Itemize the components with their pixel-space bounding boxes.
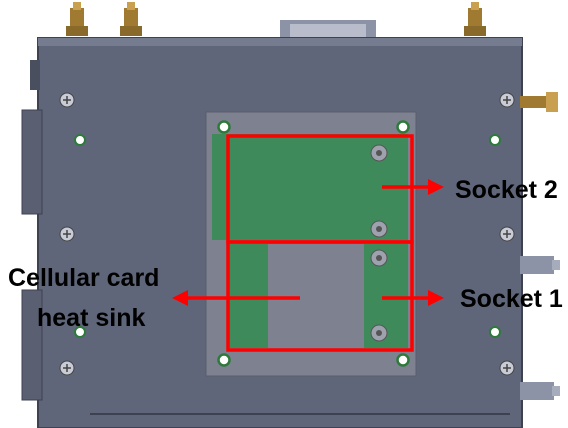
plate-hole (217, 120, 231, 134)
socket-1-label: Socket 1 (460, 285, 563, 313)
arrow-socket-2 (382, 179, 444, 195)
screw-icon (59, 92, 75, 108)
screw-icon (499, 92, 515, 108)
mounting-hole (74, 326, 86, 338)
standoff-icon (370, 324, 388, 342)
standoff-icon (370, 220, 388, 238)
screw-icon (59, 360, 75, 376)
arrow-socket-1 (382, 290, 444, 306)
screw-icon (499, 360, 515, 376)
screw-icon (499, 226, 515, 242)
plate-hole (396, 120, 410, 134)
heat-sink-strip (228, 244, 268, 348)
standoff-icon (370, 249, 388, 267)
mounting-hole (74, 134, 86, 146)
socket-1-frame (226, 240, 414, 352)
right-antenna-connector (520, 92, 558, 112)
antenna-connector-left (66, 2, 88, 36)
cellular-card-heat-sink (268, 244, 364, 348)
left-bracket-lower (21, 289, 43, 401)
plate-hole (396, 353, 410, 367)
antenna-connector-right (464, 2, 486, 36)
arrow-heat-sink (172, 290, 300, 306)
mounting-hole (489, 326, 501, 338)
screw-icon (59, 226, 75, 242)
standoff-icon (370, 144, 388, 162)
antenna-connector-middle (120, 2, 142, 36)
socket-2-label: Socket 2 (455, 176, 558, 204)
mounting-hole (489, 134, 501, 146)
right-connector-lower (520, 382, 560, 400)
chassis-top-edge (38, 38, 522, 46)
heat-sink-label-line2: heat sink (37, 304, 146, 332)
plate-hole (217, 353, 231, 367)
heat-sink-label-line1: Cellular card (8, 264, 160, 292)
right-connector-upper (520, 256, 560, 274)
left-bracket-upper (21, 109, 43, 215)
left-knob (30, 60, 40, 90)
